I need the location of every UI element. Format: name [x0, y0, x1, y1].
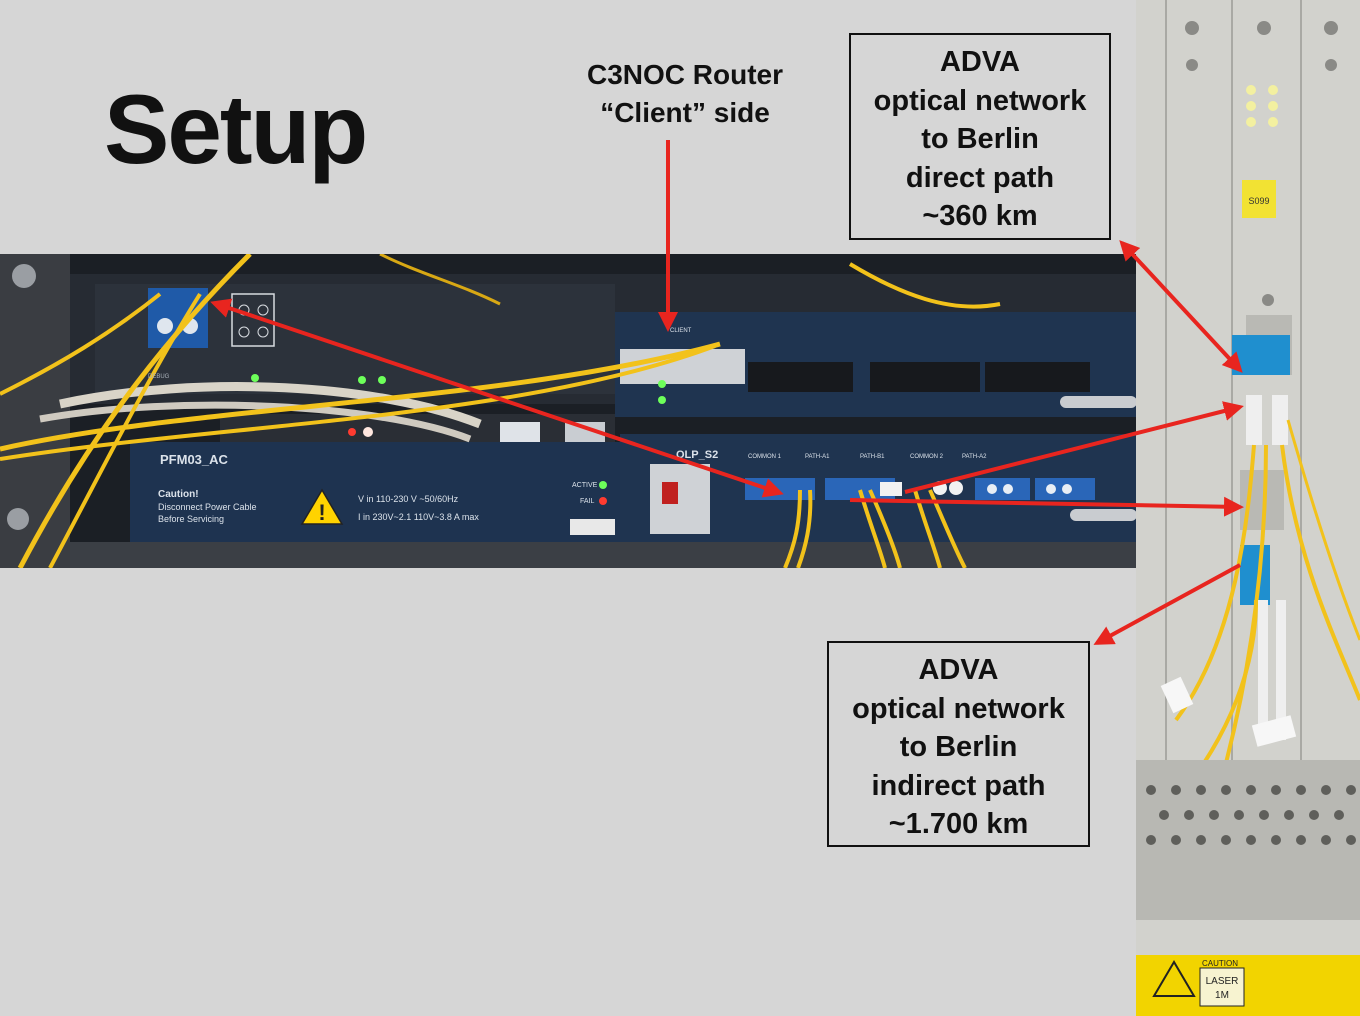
shelf-badge: S099	[1248, 196, 1269, 206]
debug-label: DEBUG	[148, 374, 170, 380]
pathb1-label: PATH-B1	[860, 454, 885, 460]
laser-caution-label: CAUTION	[1202, 959, 1238, 968]
patha2-label: PATH-A2	[962, 454, 987, 460]
direct-box-line: optical network	[873, 84, 1087, 117]
common1-label: COMMON 1	[748, 454, 782, 460]
rack-photo: ! PFM0	[0, 254, 1137, 568]
client-label: CLIENT	[670, 328, 692, 334]
direct-box-line: ~360 km	[922, 200, 1038, 232]
indirect-box-line: ~1.700 km	[888, 808, 1029, 840]
active-label: ACTIVE	[572, 482, 598, 489]
rack-illustration: ! PFM0	[0, 254, 1137, 568]
indirect-box-line: ADVA	[918, 654, 999, 686]
caution-line3: Before Servicing	[158, 514, 224, 524]
direct-box-line: to Berlin	[921, 123, 1039, 155]
page-title: Setup	[104, 74, 368, 184]
adva-shelf-illustration: S099 LASER 1M CAUTION	[1136, 0, 1360, 1016]
olp-label: OLP_S2	[676, 449, 718, 461]
router-label-line2: “Client” side	[600, 97, 770, 128]
indirect-path-box: ADVA optical network to Berlin indirect …	[827, 641, 1090, 847]
direct-path-box: ADVA optical network to Berlin direct pa…	[849, 33, 1111, 240]
indirect-box-line: to Berlin	[899, 731, 1018, 763]
router-label-line1: C3NOC Router	[586, 59, 783, 90]
laser-class-label: 1M	[1215, 990, 1229, 1001]
laser-label: LASER	[1206, 976, 1239, 987]
indirect-box-line: indirect path	[871, 769, 1046, 802]
common2-label: COMMON 2	[910, 454, 944, 460]
fail-label: FAIL	[580, 498, 595, 505]
caution-line2: Disconnect Power Cable	[158, 502, 257, 512]
vin-label: V in 110-230 V ~50/60Hz	[358, 494, 459, 504]
indirect-box-line: optical network	[852, 692, 1065, 725]
iin-label: I in 230V~2.1 110V~3.8 A max	[358, 512, 479, 522]
direct-box-line: ADVA	[939, 46, 1021, 78]
adva-shelf-photo: S099 LASER 1M CAUTION	[1136, 0, 1360, 1016]
pfm-label: PFM03_AC	[160, 452, 229, 467]
router-client-label: C3NOC Router “Client” side	[540, 56, 830, 132]
direct-box-line: direct path	[905, 161, 1055, 194]
svg-text:!: !	[318, 500, 325, 525]
patha1-label: PATH-A1	[805, 454, 830, 460]
caution-line1: Caution!	[158, 489, 199, 500]
